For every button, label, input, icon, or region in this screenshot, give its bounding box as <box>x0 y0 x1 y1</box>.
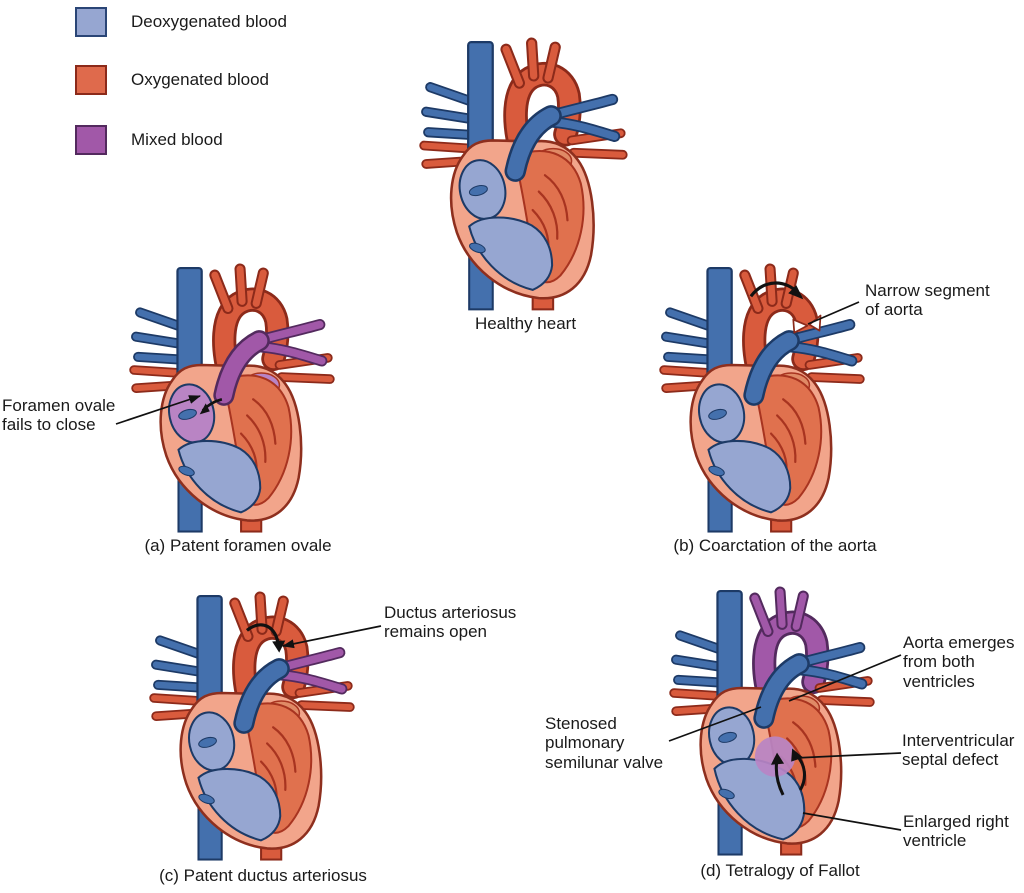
healthy-heart-caption: Healthy heart <box>474 314 577 333</box>
patent-ductus-arteriosus-illustration <box>148 590 360 863</box>
healthy-heart-illustration <box>418 36 633 312</box>
patent-ductus-arteriosus-caption: (c) Patent ductus arteriosus <box>159 866 367 885</box>
annotation-septal-defect: Interventricular septal defect <box>902 731 1015 770</box>
deoxygenated-blood-swatch <box>75 7 107 37</box>
legend-item-deoxygenated: Deoxygenated blood <box>75 6 287 38</box>
coarctation-of-aorta-caption: (b) Coarctation of the aorta <box>673 536 877 555</box>
annotation-enlarged-right-ventricle: Enlarged right ventricle <box>903 812 1009 851</box>
coarctation-of-aorta-illustration <box>658 262 870 535</box>
annotation-stenosed-valve: Stenosed pulmonary semilunar valve <box>545 714 664 772</box>
annotation-foramen-ovale: Foramen ovale fails to close <box>2 396 116 435</box>
patent-foramen-ovale-caption: (a) Patent foramen ovale <box>144 536 332 555</box>
tetralogy-of-fallot-illustration <box>668 585 880 858</box>
legend-item-oxygenated: Oxygenated blood <box>75 64 269 96</box>
annotation-narrow-aorta-segment: Narrow segment of aorta <box>865 281 990 320</box>
oxygenated-blood-swatch <box>75 65 107 95</box>
annotation-aorta-both-ventricles: Aorta emerges from both ventricles <box>903 633 1015 691</box>
legend-label-oxygenated: Oxygenated blood <box>131 70 269 89</box>
legend-label-deoxygenated: Deoxygenated blood <box>131 12 287 31</box>
legend-item-mixed: Mixed blood <box>75 124 223 156</box>
tetralogy-of-fallot-caption: (d) Tetralogy of Fallot <box>700 861 860 880</box>
legend-label-mixed: Mixed blood <box>131 130 223 149</box>
patent-foramen-ovale-illustration <box>128 262 340 535</box>
mixed-blood-swatch <box>75 125 107 155</box>
annotation-ductus-arteriosus: Ductus arteriosus remains open <box>384 603 517 642</box>
